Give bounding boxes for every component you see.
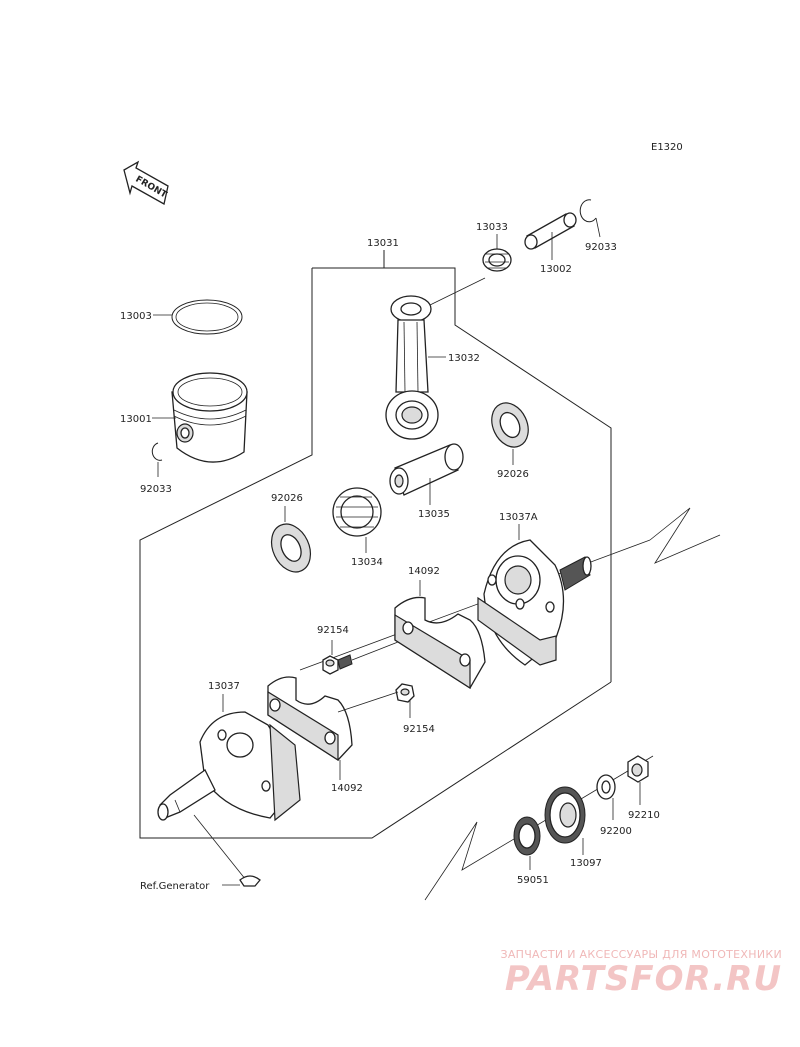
thrust-washer-right — [491, 402, 529, 465]
needle-bearing-big — [332, 487, 382, 553]
label-14092-top: 14092 — [408, 566, 440, 577]
label-13031: 13031 — [367, 238, 399, 249]
label-92200: 92200 — [600, 826, 632, 837]
watermark: ЗАПЧАСТИ И АКСЕССУАРЫ ДЛЯ МОТОТЕХНИКИ PA… — [482, 948, 782, 997]
label-13037: 13037 — [208, 681, 240, 692]
label-92154-top: 92154 — [317, 625, 349, 636]
diagram-code: E1320 — [651, 142, 683, 153]
needle-bearing-gear — [513, 816, 541, 870]
bolt-bottom — [395, 683, 415, 718]
crank-half-left — [157, 694, 301, 822]
label-92154-bottom: 92154 — [403, 724, 435, 735]
piston — [152, 372, 248, 463]
ref-generator-label: Ref.Generator — [140, 881, 210, 892]
label-13034: 13034 — [351, 557, 383, 568]
label-13002: 13002 — [540, 264, 572, 275]
counterweight-bottom — [267, 676, 353, 780]
label-13003: 13003 — [120, 311, 152, 322]
piston-ring — [153, 299, 243, 335]
thrust-washer-left — [270, 506, 312, 573]
assembly-bracket-13031 — [139, 250, 612, 839]
label-13037A: 13037A — [499, 512, 538, 523]
front-arrow-icon: FRONT — [123, 160, 169, 205]
label-92210: 92210 — [628, 810, 660, 821]
label-59051: 59051 — [517, 875, 549, 886]
connecting-rod — [385, 295, 446, 440]
label-92026-left: 92026 — [271, 493, 303, 504]
crank-pin — [389, 443, 464, 505]
circlip-left — [151, 442, 163, 477]
watermark-logo: PARTSFOR.RU — [504, 959, 782, 999]
label-13032: 13032 — [448, 353, 480, 364]
bolt-top — [322, 640, 353, 675]
watermark-tagline: ЗАПЧАСТИ И АКСЕССУАРЫ ДЛЯ МОТОТЕХНИКИ — [500, 948, 782, 961]
piston-pin — [524, 212, 577, 260]
label-13097: 13097 — [570, 858, 602, 869]
circlip-top — [579, 199, 601, 238]
counterweight-top — [394, 580, 486, 690]
crank-half-right — [477, 524, 592, 666]
label-92026-right: 92026 — [497, 469, 529, 480]
washer — [596, 774, 616, 820]
label-92033-left: 92033 — [140, 484, 172, 495]
needle-bearing-small — [482, 234, 512, 272]
label-13035: 13035 — [418, 509, 450, 520]
label-14092-bottom: 14092 — [331, 783, 363, 794]
label-13001: 13001 — [120, 414, 152, 425]
nut — [627, 755, 649, 805]
crankshaft-gear — [544, 786, 586, 855]
woodruff-key — [193, 814, 261, 887]
label-13033: 13033 — [476, 222, 508, 233]
label-92033-top: 92033 — [585, 242, 617, 253]
